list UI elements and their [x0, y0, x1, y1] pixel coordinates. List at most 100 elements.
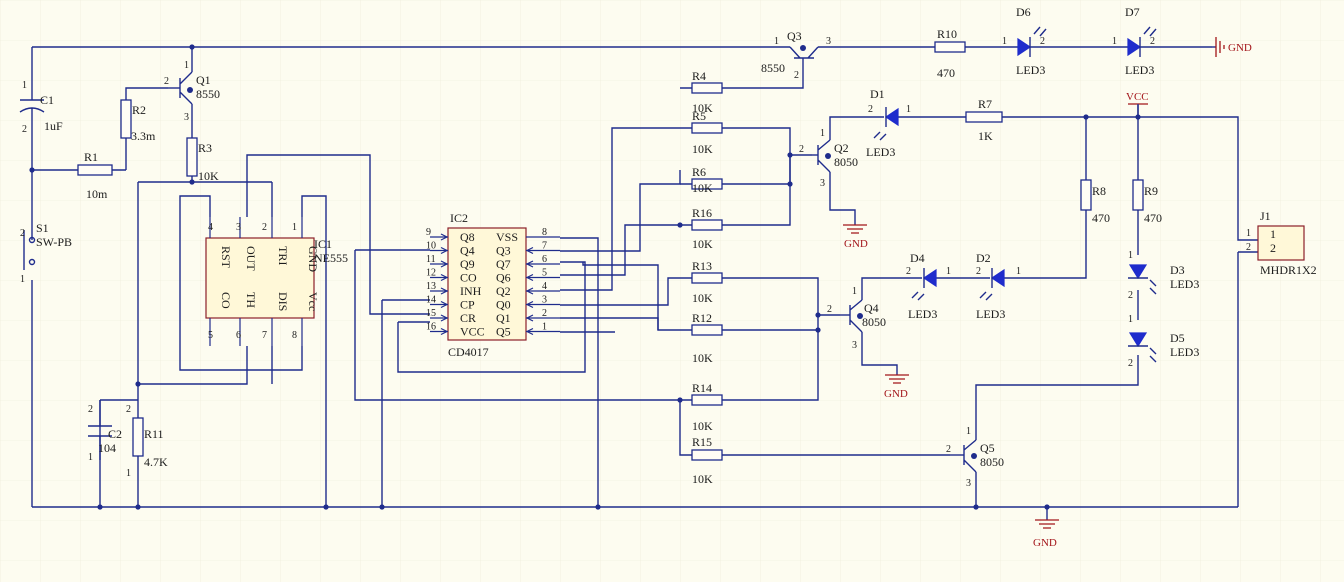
svg-text:GND: GND — [1228, 42, 1252, 54]
ic2-pin-arrow — [440, 314, 449, 322]
led-d7: 1 2 D7 LED3 — [1110, 5, 1160, 77]
svg-text:8550: 8550 — [761, 61, 785, 75]
gnd-symbol-bottom: GND — [1033, 519, 1059, 549]
transistor-q2: 2 1 3 Q2 8050 — [799, 128, 858, 189]
svg-text:104: 104 — [98, 441, 116, 455]
svg-text:R10: R10 — [937, 27, 957, 41]
svg-text:1: 1 — [184, 60, 189, 71]
resistor-r7: R7 1K — [965, 97, 1003, 143]
svg-text:2: 2 — [1040, 36, 1045, 47]
svg-text:LED3: LED3 — [908, 307, 937, 321]
ic2-pin-arrow — [525, 246, 534, 255]
ic2-pin-arrow — [525, 327, 534, 336]
resistor-r2: R2 3.3m — [120, 99, 156, 143]
ic2-pin-number: 11 — [426, 254, 436, 265]
ic2-pin-label: CO — [460, 271, 477, 285]
svg-text:D1: D1 — [870, 87, 885, 101]
svg-text:8050: 8050 — [980, 455, 1004, 469]
svg-text:2: 2 — [868, 104, 873, 115]
c1-ref: C1 — [40, 93, 54, 107]
svg-text:10K: 10K — [692, 472, 713, 486]
svg-text:470: 470 — [1092, 211, 1110, 225]
svg-text:D6: D6 — [1016, 5, 1031, 19]
svg-text:1: 1 — [22, 80, 27, 91]
resistor-r1: R1 10m — [77, 150, 113, 201]
ic2-pin-label: Q3 — [496, 244, 511, 258]
svg-text:2: 2 — [262, 222, 267, 233]
svg-text:2: 2 — [794, 70, 799, 81]
ic1-ref: IC1 — [314, 237, 332, 251]
svg-text:5: 5 — [208, 330, 213, 341]
svg-text:2: 2 — [1128, 358, 1133, 369]
svg-text:R4: R4 — [692, 69, 706, 83]
svg-text:2: 2 — [88, 404, 93, 415]
ic2-pin-label: Q2 — [496, 284, 511, 298]
led-d6: 1 2 D6 LED3 — [1000, 5, 1048, 77]
svg-text:2: 2 — [1128, 290, 1133, 301]
svg-text:D5: D5 — [1170, 331, 1185, 345]
svg-text:R13: R13 — [692, 259, 712, 273]
ic2-pin-arrow — [525, 260, 534, 268]
svg-text:1: 1 — [1016, 266, 1021, 277]
ic2-pin-label: Q1 — [496, 311, 511, 325]
ic2-pin-arrow — [440, 287, 449, 295]
svg-text:1: 1 — [1002, 36, 1007, 47]
svg-text:3: 3 — [184, 112, 189, 123]
ic2-pin-number: 10 — [426, 241, 436, 252]
svg-text:Q3: Q3 — [787, 29, 802, 43]
transistor-q3: 1 3 2 Q3 8550 — [761, 29, 831, 81]
resistor-r9: R9 470 — [1132, 179, 1162, 225]
svg-text:10K: 10K — [692, 142, 713, 156]
ic2-pin-number: 4 — [542, 281, 547, 292]
ic2-pin-label: Q4 — [460, 244, 475, 258]
ic2-pin-number: 7 — [542, 241, 547, 252]
ic2-pin-label: Q9 — [460, 257, 475, 271]
svg-text:D2: D2 — [976, 251, 991, 265]
svg-text:10K: 10K — [692, 419, 713, 433]
switch-s1: 2 1 S1 SW-PB — [20, 221, 72, 285]
svg-text:2: 2 — [906, 266, 911, 277]
svg-text:2: 2 — [20, 228, 25, 239]
resistor-r14: R14 10K — [691, 381, 723, 433]
gnd-symbol-q4: GND — [884, 374, 909, 400]
svg-text:Q4: Q4 — [864, 301, 879, 315]
svg-text:RST: RST — [219, 246, 233, 269]
led-d3: 1 2 D3 LED3 — [1128, 250, 1199, 301]
svg-text:CO: CO — [219, 292, 233, 309]
ic2-pin-number: 14 — [426, 295, 436, 306]
svg-text:1K: 1K — [978, 129, 993, 143]
svg-text:R12: R12 — [692, 311, 712, 325]
ic2-ref: IC2 — [450, 211, 468, 225]
ic2-pin-number: 16 — [426, 322, 436, 333]
svg-text:LED3: LED3 — [1125, 63, 1154, 77]
ic2-pin-label: VSS — [496, 230, 518, 244]
led-d1: 2 1 D1 LED3 — [862, 87, 911, 159]
svg-text:7: 7 — [262, 330, 267, 341]
vcc-symbol: VCC — [1126, 91, 1149, 117]
svg-text:2: 2 — [22, 124, 27, 135]
svg-text:1: 1 — [852, 286, 857, 297]
resistor-r10: R10 470 — [934, 27, 966, 80]
svg-text:LED3: LED3 — [1016, 63, 1045, 77]
svg-text:GND: GND — [306, 246, 320, 272]
resistor-r8: R8 470 — [1080, 179, 1110, 225]
svg-text:R8: R8 — [1092, 184, 1106, 198]
svg-text:1: 1 — [126, 468, 131, 479]
ic2-pin-arrow — [440, 233, 449, 241]
svg-text:2: 2 — [946, 444, 951, 455]
capacitor-c2: 2 1 C2 104 — [88, 400, 122, 463]
svg-text:10K: 10K — [692, 237, 713, 251]
svg-text:8050: 8050 — [834, 155, 858, 169]
ic2-pin-arrow — [525, 314, 534, 322]
svg-text:10K: 10K — [692, 181, 713, 195]
s1-ref: S1 — [36, 221, 49, 235]
ic2-pin-number: 12 — [426, 268, 436, 279]
svg-text:DIS: DIS — [276, 292, 290, 311]
svg-text:R9: R9 — [1144, 184, 1158, 198]
svg-text:R5: R5 — [692, 109, 706, 123]
svg-text:2: 2 — [976, 266, 981, 277]
resistor-r15: R15 10K — [691, 435, 723, 486]
junctions — [29, 44, 1141, 510]
svg-text:3: 3 — [820, 178, 825, 189]
